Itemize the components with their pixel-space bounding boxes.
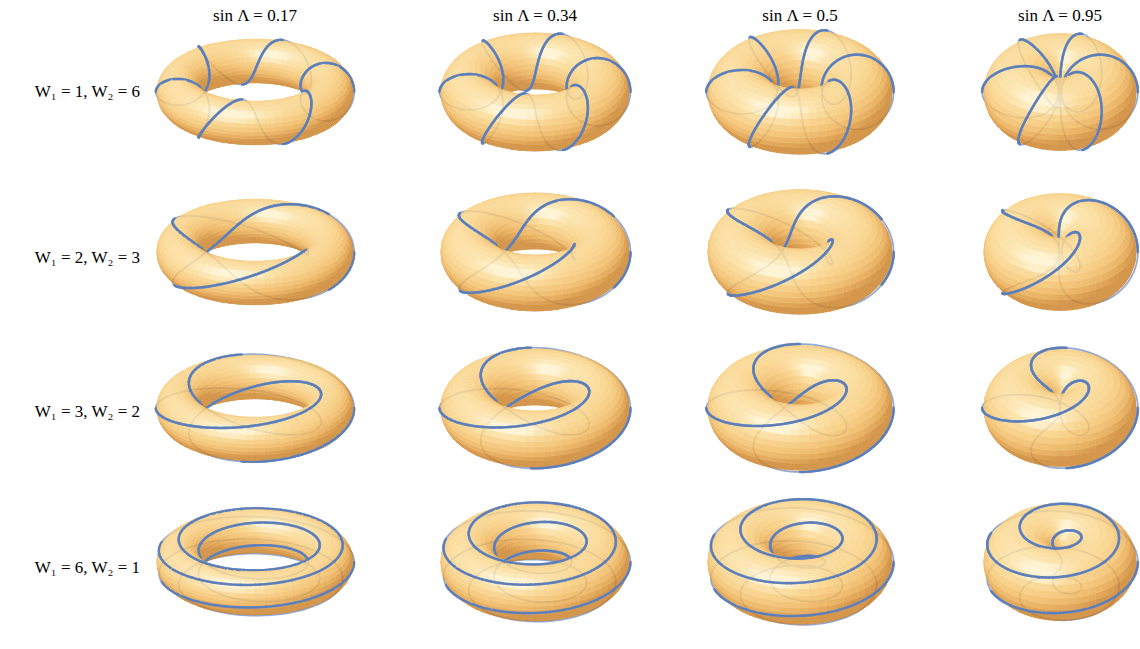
surface-patch: [264, 119, 274, 124]
torus-surface: [440, 33, 631, 151]
surface-patch: [244, 62, 250, 67]
surface-patch: [542, 69, 546, 74]
surface-patch: [245, 128, 255, 132]
surface-patch: [529, 39, 535, 43]
surface-patch: [244, 57, 250, 62]
surface-patch: [250, 62, 256, 66]
knot-curve: [191, 81, 192, 82]
surface-patch: [539, 69, 543, 74]
surface-patch: [282, 116, 291, 122]
surface-patch: [248, 46, 255, 50]
surface-patch: [255, 128, 265, 132]
knot-curve: [305, 124, 306, 125]
surface-patch: [266, 58, 272, 63]
surface-patch: [535, 43, 540, 48]
surface-patch: [535, 39, 541, 43]
surface-patch: [527, 69, 531, 74]
surface-patch: [260, 62, 266, 67]
surface-patch: [218, 116, 227, 122]
surface-patch: [527, 74, 531, 79]
surface-patch: [246, 115, 255, 119]
surface-patch: [524, 69, 528, 74]
surface-patch: [243, 53, 249, 57]
surface-patch: [535, 79, 539, 83]
surface-patch: [539, 74, 543, 79]
surface-patch: [249, 57, 255, 61]
surface-patch: [245, 132, 255, 136]
surface-patch: [246, 119, 255, 123]
surface-patch: [245, 123, 255, 127]
surface-patch: [542, 74, 546, 79]
surface-patch: [530, 53, 535, 58]
surface-patch: [260, 66, 265, 70]
surface-patch: [530, 48, 535, 53]
surface-patch: [246, 108, 255, 112]
surface-patch: [524, 74, 528, 79]
surface-patch: [529, 36, 535, 39]
knot-curve: [259, 60, 260, 61]
surface-patch: [227, 118, 237, 123]
surface-patch: [255, 46, 262, 50]
surface-patch: [236, 119, 246, 124]
surface-patch: [255, 49, 261, 53]
surface-patch: [535, 36, 541, 39]
surface-patch: [535, 48, 540, 53]
surface-patch: [249, 53, 255, 57]
surface-patch: [255, 74, 261, 77]
surface-patch: [255, 108, 264, 112]
surface-patch: [255, 115, 264, 119]
surface-patch: [255, 119, 264, 123]
surface-patch: [273, 118, 283, 123]
surface-patch: [255, 132, 265, 136]
torus-surface: [156, 39, 354, 145]
surface-patch: [238, 58, 244, 63]
torus-cell: [440, 33, 631, 151]
surface-patch: [249, 49, 255, 53]
surface-patch: [245, 135, 255, 138]
torus-cell: [156, 39, 354, 145]
surface-patch: [535, 82, 539, 85]
surface-patch: [244, 66, 249, 70]
knot-curve: [218, 113, 219, 114]
surface-patch: [531, 64, 535, 69]
surface-patch: [255, 123, 265, 127]
surface-patch: [531, 58, 535, 64]
surface-patch: [255, 135, 265, 138]
surface-patch: [530, 43, 535, 48]
surface-patch: [246, 111, 255, 115]
surface-patch: [255, 111, 264, 115]
